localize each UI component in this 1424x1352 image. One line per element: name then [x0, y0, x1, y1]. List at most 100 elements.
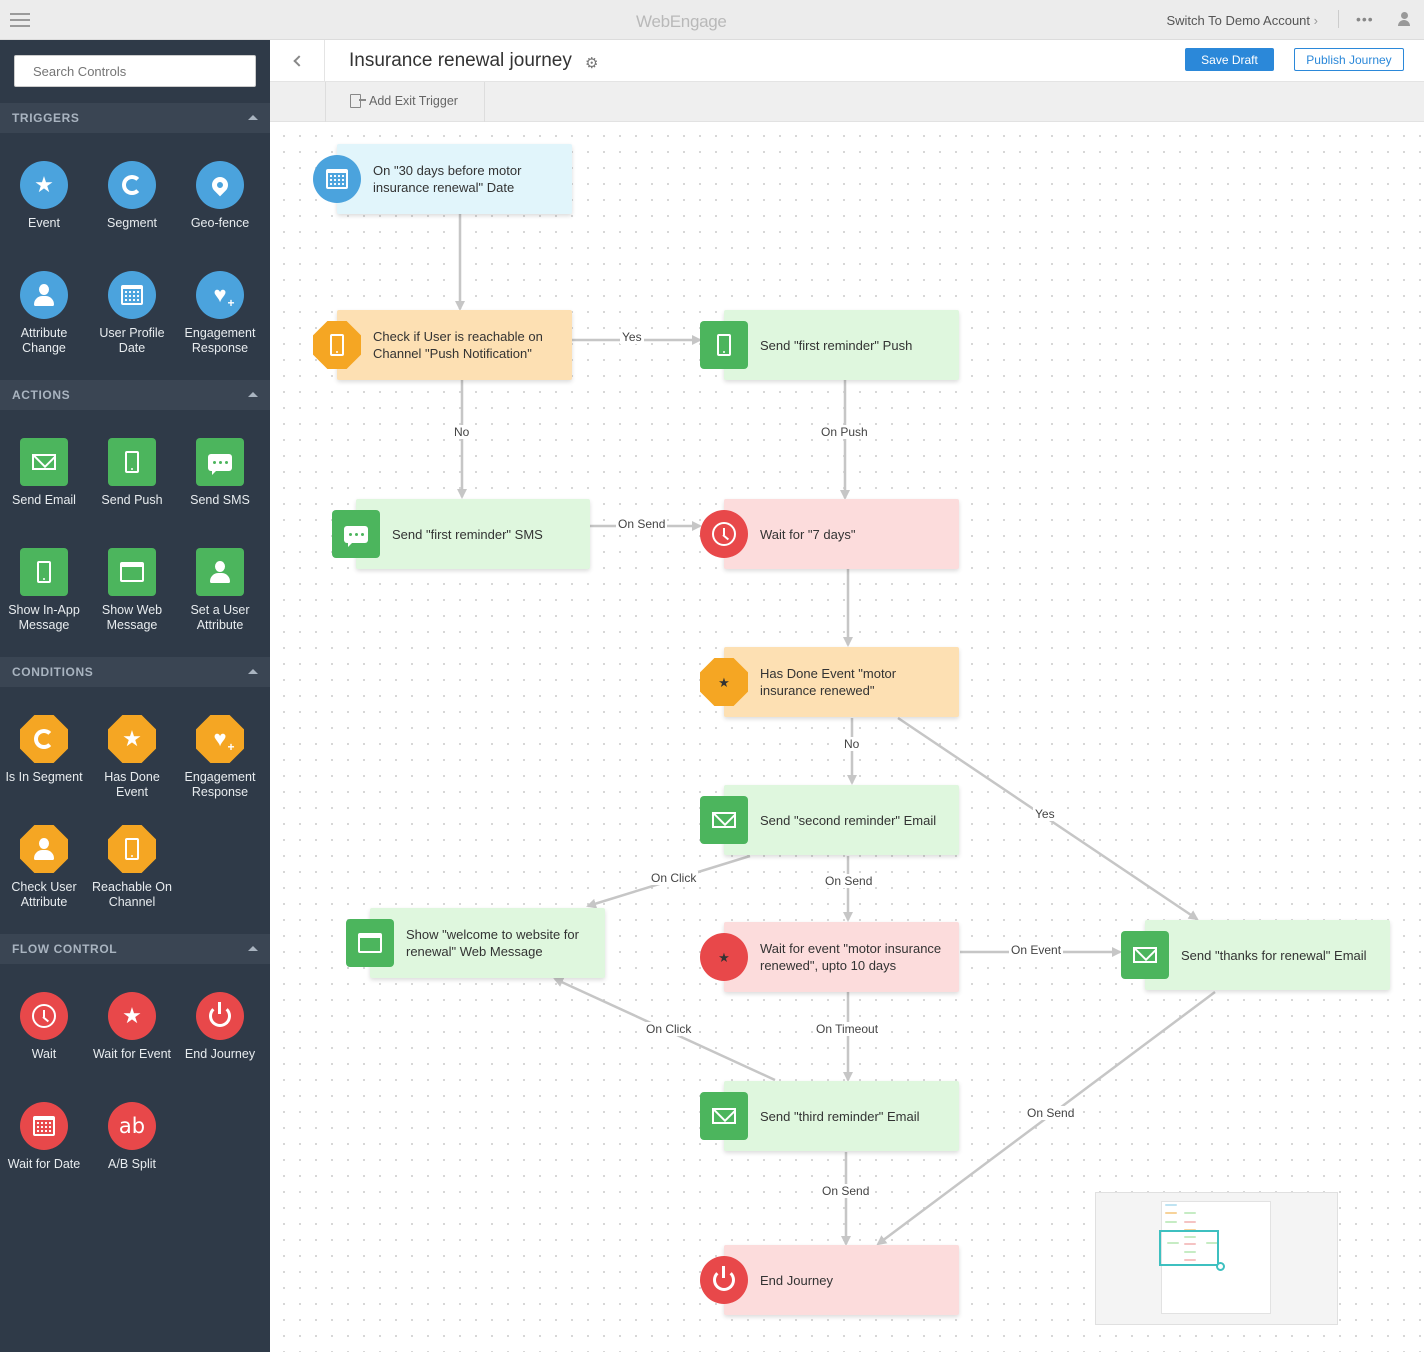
tool-has-done-event[interactable]: ★ Has Done Event: [88, 715, 176, 800]
tool-label: Has Done Event: [104, 770, 160, 799]
tool-is-in-segment[interactable]: Is In Segment: [0, 715, 88, 785]
tool-engagement-response-condition[interactable]: ♥+ Engagement Response: [176, 715, 264, 800]
exit-door-icon: [350, 94, 366, 108]
tool-show-web-message[interactable]: Show Web Message: [88, 548, 176, 633]
tool-engagement-response[interactable]: ♥+ Engagement Response: [176, 271, 264, 356]
chat-bubble-icon: [332, 510, 380, 558]
tool-reachable-on-channel[interactable]: Reachable On Channel: [88, 825, 176, 910]
user-icon: [196, 548, 244, 596]
flow-node-send-sms[interactable]: Send "first reminder" SMS: [332, 499, 590, 569]
mobile-icon: [700, 321, 748, 369]
power-icon: [196, 992, 244, 1040]
tool-label: Reachable On Channel: [92, 880, 172, 909]
tool-user-profile-date[interactable]: User Profile Date: [88, 271, 176, 356]
minimap[interactable]: [1095, 1192, 1338, 1325]
browser-window-icon: [346, 919, 394, 967]
collapse-caret-icon[interactable]: [248, 946, 258, 951]
tool-wait[interactable]: Wait: [0, 992, 88, 1062]
flow-node-has-done-event[interactable]: ★ Has Done Event "motor insurance renewe…: [700, 647, 959, 717]
tool-label: Send Email: [12, 493, 76, 507]
node-text: Wait for "7 days": [760, 526, 856, 542]
envelope-icon: [1121, 931, 1169, 979]
save-draft-button[interactable]: Save Draft: [1185, 48, 1274, 71]
flow-node-second-reminder-email[interactable]: Send "second reminder" Email: [700, 785, 959, 855]
tool-send-email[interactable]: Send Email: [0, 438, 88, 508]
add-exit-trigger-button[interactable]: Add Exit Trigger: [350, 94, 458, 108]
mobile-icon: [20, 548, 68, 596]
tool-ab-split[interactable]: ab A/B Split: [88, 1102, 176, 1172]
section-header-actions[interactable]: ACTIONS: [0, 380, 270, 410]
node-text: Show "welcome to website for renewal" We…: [406, 927, 579, 959]
switch-demo-account-link[interactable]: Switch To Demo Account ›: [1166, 13, 1318, 28]
tool-label: Show Web Message: [101, 603, 163, 632]
collapse-caret-icon[interactable]: [248, 392, 258, 397]
edge-label: On Click: [644, 1022, 694, 1036]
envelope-icon: [20, 438, 68, 486]
minimap-viewport[interactable]: [1159, 1230, 1219, 1266]
tool-label: Wait for Event: [92, 1047, 172, 1061]
tool-label: Attribute Change: [20, 326, 68, 355]
page-title[interactable]: Insurance renewal journey: [349, 50, 572, 71]
section-title: CONDITIONS: [12, 665, 94, 679]
tool-segment[interactable]: Segment: [88, 161, 176, 231]
search-controls-input[interactable]: [14, 55, 256, 87]
tool-set-user-attribute[interactable]: Set a User Attribute: [176, 548, 264, 633]
tool-wait-for-date[interactable]: Wait for Date: [0, 1102, 88, 1172]
section-title: TRIGGERS: [12, 111, 80, 125]
minimap-node: [1165, 1204, 1177, 1206]
tool-label: Wait: [31, 1047, 57, 1061]
minimap-node: [1184, 1243, 1196, 1245]
tool-label: Check User Attribute: [11, 880, 77, 909]
journey-canvas[interactable]: Yes No On Push On Send No Yes On Click O…: [270, 122, 1424, 1352]
minimap-resize-handle[interactable]: [1216, 1262, 1225, 1271]
tool-attribute-change[interactable]: Attribute Change: [0, 271, 88, 356]
back-button[interactable]: [270, 40, 325, 82]
tool-event[interactable]: ★ Event: [0, 161, 88, 231]
flow-node-send-push[interactable]: Send "first reminder" Push: [700, 310, 959, 380]
tool-send-sms[interactable]: Send SMS: [176, 438, 264, 508]
flow-node-end-journey[interactable]: End Journey: [700, 1245, 959, 1315]
node-text: Check if User is reachable on Channel "P…: [373, 329, 543, 361]
flow-node-wait-7-days[interactable]: Wait for "7 days": [700, 499, 959, 569]
menu-icon[interactable]: [10, 13, 30, 27]
publish-journey-button[interactable]: Publish Journey: [1294, 48, 1404, 71]
tool-label: Set a User Attribute: [190, 603, 250, 632]
minimap-node: [1165, 1212, 1177, 1214]
heart-plus-icon: ♥+: [196, 271, 244, 319]
tool-wait-for-event[interactable]: ★ Wait for Event: [88, 992, 176, 1062]
tool-label: Engagement Response: [184, 326, 256, 355]
calendar-icon: [108, 271, 156, 319]
tool-send-push[interactable]: Send Push: [88, 438, 176, 508]
chevron-left-icon: [293, 55, 305, 67]
switch-demo-label: Switch To Demo Account: [1166, 13, 1311, 28]
browser-window-icon: [108, 548, 156, 596]
flow-node-trigger-date[interactable]: On "30 days before motor insurance renew…: [313, 144, 572, 214]
section-header-conditions[interactable]: CONDITIONS: [0, 657, 270, 687]
star-icon: ★: [108, 715, 156, 763]
edge-label: On Send: [1025, 1106, 1077, 1120]
collapse-caret-icon[interactable]: [248, 115, 258, 120]
flow-node-reachable-check[interactable]: Check if User is reachable on Channel "P…: [313, 310, 572, 380]
mobile-icon: [108, 825, 156, 873]
node-text: Send "thanks for renewal" Email: [1181, 947, 1367, 963]
collapse-caret-icon[interactable]: [248, 669, 258, 674]
edge-label: On Click: [649, 871, 699, 885]
tool-geo-fence[interactable]: Geo-fence: [176, 161, 264, 231]
user-icon: [20, 271, 68, 319]
section-header-triggers[interactable]: TRIGGERS: [0, 103, 270, 133]
tool-end-journey[interactable]: End Journey: [176, 992, 264, 1062]
flow-node-thanks-email[interactable]: Send "thanks for renewal" Email: [1121, 920, 1390, 990]
ellipsis-icon[interactable]: •••: [1356, 11, 1374, 27]
section-title: ACTIONS: [12, 388, 71, 402]
minimap-node: [1184, 1251, 1196, 1253]
user-icon[interactable]: [1398, 12, 1410, 26]
canvas-toolbar: Add Exit Trigger: [270, 82, 1424, 122]
flow-node-wait-for-event[interactable]: ★ Wait for event "motor insurance renewe…: [700, 922, 959, 992]
flow-node-web-message[interactable]: Show "welcome to website for renewal" We…: [346, 908, 605, 978]
tool-check-user-attribute[interactable]: Check User Attribute: [0, 825, 88, 910]
section-header-flow-control[interactable]: FLOW CONTROL: [0, 934, 270, 964]
tool-show-in-app-message[interactable]: Show In-App Message: [0, 548, 88, 633]
gear-icon[interactable]: ⚙: [585, 55, 599, 72]
flow-node-third-reminder-email[interactable]: Send "third reminder" Email: [700, 1081, 959, 1151]
node-text: End Journey: [760, 1272, 833, 1288]
